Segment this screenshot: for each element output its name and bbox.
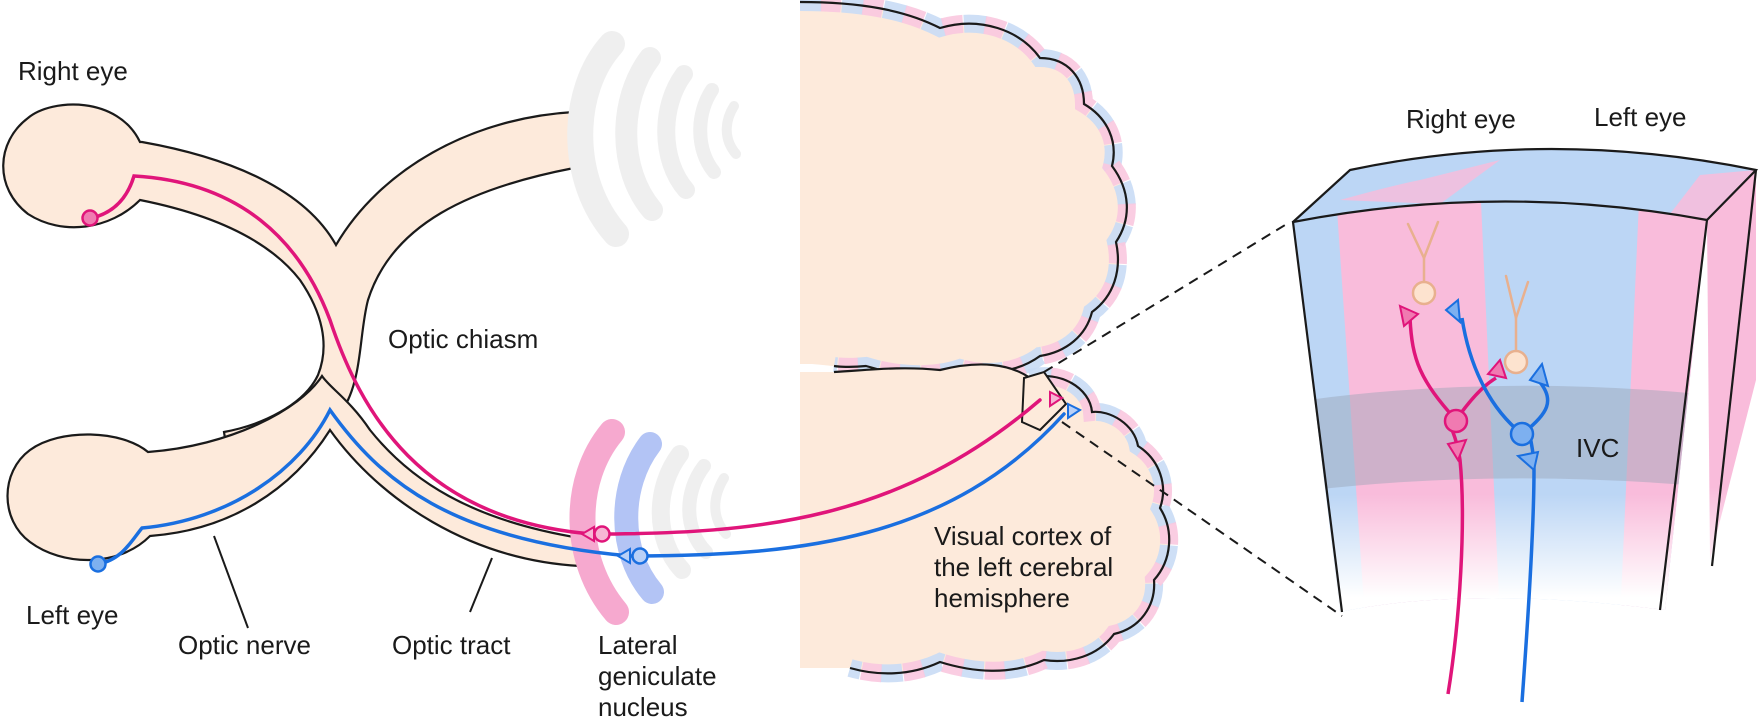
right-eye-ganglion-cell xyxy=(81,209,99,227)
label-optic-tract: Optic tract xyxy=(392,630,511,660)
zoom-lines xyxy=(1043,221,1343,617)
leader-lines xyxy=(213,535,493,629)
label-lgn-line3: nucleus xyxy=(598,692,688,722)
label-optic-nerve: Optic nerve xyxy=(178,630,311,660)
optic-nerve-chiasm-outline xyxy=(2,103,582,568)
lgn-relay-cells xyxy=(580,525,649,565)
label-inset-left-eye: Left eye xyxy=(1594,102,1687,132)
label-left-eye: Left eye xyxy=(26,600,119,630)
right-hemisphere-section xyxy=(760,0,1136,384)
label-right-eye: Right eye xyxy=(18,56,128,86)
label-cortex-line3: hemisphere xyxy=(934,583,1070,613)
label-lgn-line2: geniculate xyxy=(598,661,717,691)
left-hemisphere-section xyxy=(760,360,1179,690)
lgn-top-crescents xyxy=(567,31,741,247)
label-inset-right-eye: Right eye xyxy=(1406,104,1516,134)
label-lgn-line1: Lateral xyxy=(598,630,678,660)
label-ivc: IVC xyxy=(1576,433,1619,463)
right-eye-pathway xyxy=(90,174,1042,536)
cortex-inset xyxy=(1291,147,1759,703)
label-cortex-line2: the left cerebral xyxy=(934,552,1113,582)
lgn-bottom-crescents xyxy=(569,419,731,625)
label-optic-chiasm: Optic chiasm xyxy=(388,324,538,354)
left-eye-ganglion-cell xyxy=(89,555,107,573)
label-cortex-line1: Visual cortex of xyxy=(934,521,1112,551)
cortex-terminals xyxy=(1049,390,1082,420)
left-eye-pathway xyxy=(96,406,1066,566)
